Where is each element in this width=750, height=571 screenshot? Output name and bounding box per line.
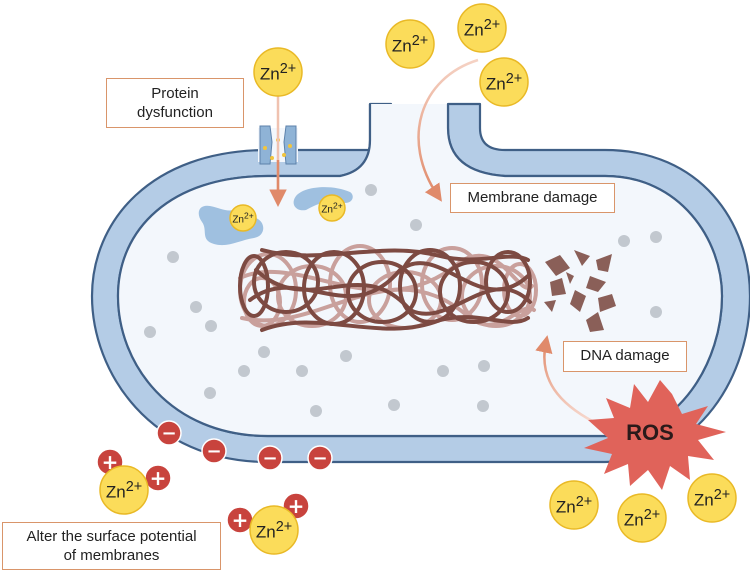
svg-text:+: + <box>232 508 249 532</box>
negative-charges: − − − − <box>156 420 333 471</box>
zinc-ion: Zn2+ <box>253 47 303 97</box>
ros-label: ROS <box>626 420 674 445</box>
negative-charge: − <box>156 420 182 446</box>
surface-potential-label: Alter the surface potential of membranes <box>2 522 221 570</box>
positive-charge: + <box>226 506 254 534</box>
surface-potential-line-2: of membranes <box>63 547 160 564</box>
zinc-ion-label: Zn2+ <box>232 211 253 226</box>
svg-text:+: + <box>150 466 167 490</box>
surface-potential-line-1: Alter the surface potential <box>26 528 197 545</box>
zinc-ion: Zn2+ <box>229 204 257 232</box>
zinc-ion-label: Zn2+ <box>694 487 730 510</box>
svg-text:−: − <box>206 441 221 462</box>
zinc-ion-label: Zn2+ <box>624 507 660 530</box>
protein-dysfunction-line-1: Protein <box>151 85 199 102</box>
ros-burst: ROS <box>584 380 726 490</box>
dna-damage-arrow <box>535 335 595 424</box>
dna-damage-label: DNA damage <box>563 341 687 372</box>
zinc-ion: Zn2+ <box>249 505 299 555</box>
zinc-ions: Zn2+ Zn2+ Zn2+ Zn2+ Zn2+ Zn2+ Zn2+ Zn2+ Zn2+ Zn2+… <box>99 3 737 555</box>
cytoplasm-granules <box>144 184 662 417</box>
membrane-damage-label: Membrane damage <box>450 183 615 213</box>
zinc-ion: Zn2+ <box>479 57 529 107</box>
zinc-ion-label: Zn2+ <box>106 479 142 502</box>
zinc-ion-label: Zn2+ <box>392 33 428 56</box>
zinc-ion: Zn2+ <box>385 19 435 69</box>
positive-charge: + <box>144 464 172 492</box>
zinc-ion: Zn2+ <box>99 465 149 515</box>
svg-text:−: − <box>161 423 176 444</box>
dna-fragments <box>544 250 616 332</box>
membrane-damage-text: Membrane damage <box>467 189 598 206</box>
zinc-ion-label: Zn2+ <box>321 201 342 216</box>
dna-coil <box>238 244 538 332</box>
dna-damage-text: DNA damage <box>580 347 670 364</box>
svg-text:+: + <box>288 494 305 518</box>
zinc-ion-label: Zn2+ <box>260 61 296 84</box>
zinc-ion-label: Zn2+ <box>556 494 592 517</box>
protein-dysfunction-label: Protein dysfunction <box>106 78 244 128</box>
zinc-ion-label: Zn2+ <box>256 519 292 542</box>
zinc-ion-label: Zn2+ <box>486 71 522 94</box>
zinc-ion: Zn2+ <box>617 493 667 543</box>
svg-text:−: − <box>312 448 327 469</box>
membrane-damage-arrow <box>417 58 479 202</box>
negative-charge: − <box>201 438 227 464</box>
svg-text:−: − <box>262 448 277 469</box>
zinc-ion: Zn2+ <box>549 480 599 530</box>
negative-charge: − <box>257 445 283 471</box>
protein-dysfunction-line-2: dysfunction <box>137 104 213 121</box>
zinc-ion: Zn2+ <box>687 473 737 523</box>
zinc-ion-label: Zn2+ <box>464 17 500 40</box>
zinc-ion: Zn2+ <box>318 194 346 222</box>
zinc-ion: Zn2+ <box>457 3 507 53</box>
negative-charge: − <box>307 445 333 471</box>
